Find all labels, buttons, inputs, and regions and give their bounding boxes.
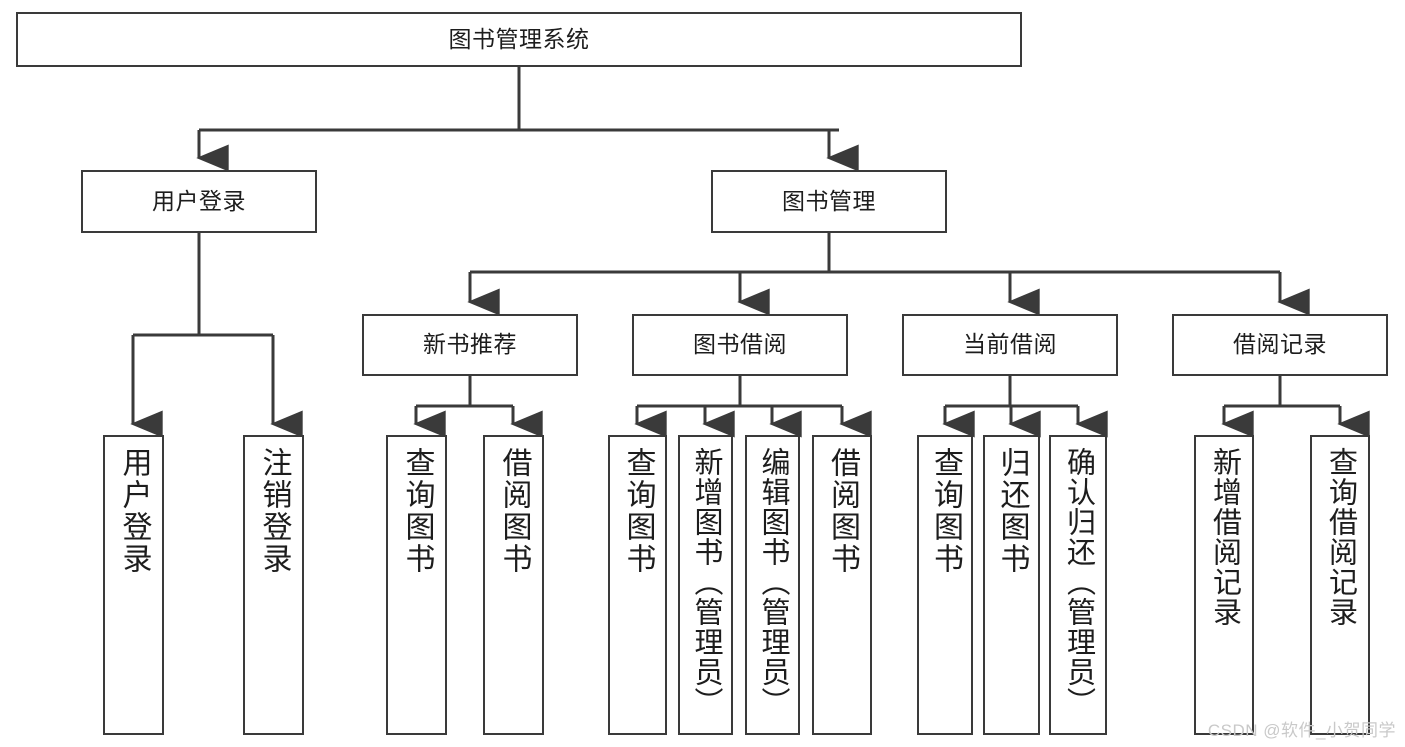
node-label: 图书管理 [782,187,876,214]
node-label: 借阅图书 [497,447,531,575]
node-label: 图书管理系统 [448,25,590,52]
node-leaf-query-record[interactable]: 查询借阅记录 [1310,435,1370,735]
node-leaf-user-login[interactable]: 用户登录 [103,435,164,735]
node-leaf-query-book-3[interactable]: 查询图书 [917,435,973,735]
node-current-borrow[interactable]: 当前借阅 [902,314,1118,376]
node-label: 用户登录 [152,187,246,214]
node-leaf-add-book[interactable]: 新增图书（管理员） [678,435,733,735]
node-user-login[interactable]: 用户登录 [81,170,317,233]
node-leaf-borrow-book-2[interactable]: 借阅图书 [812,435,872,735]
node-label: 查询借阅记录 [1324,447,1357,627]
node-book-borrow[interactable]: 图书借阅 [632,314,848,376]
node-label: 归还图书 [995,447,1029,575]
node-label: 新增图书（管理员） [690,447,722,717]
node-label: 编辑图书（管理员） [757,447,789,717]
node-leaf-query-book-1[interactable]: 查询图书 [386,435,447,735]
node-label: 用户登录 [117,447,151,575]
node-label: 新书推荐 [423,331,517,358]
node-leaf-confirm-return[interactable]: 确认归还（管理员） [1049,435,1107,735]
node-new-book-recommend[interactable]: 新书推荐 [362,314,578,376]
node-leaf-edit-book[interactable]: 编辑图书（管理员） [745,435,800,735]
node-leaf-query-book-2[interactable]: 查询图书 [608,435,667,735]
node-label: 新增借阅记录 [1208,447,1241,627]
node-label: 当前借阅 [963,331,1057,358]
node-leaf-borrow-book-1[interactable]: 借阅图书 [483,435,544,735]
node-book-manage[interactable]: 图书管理 [711,170,947,233]
node-leaf-logout[interactable]: 注销登录 [243,435,304,735]
node-label: 确认归还（管理员） [1062,447,1095,717]
node-label: 借阅图书 [826,447,859,575]
node-label: 图书借阅 [693,331,787,358]
node-leaf-return-book[interactable]: 归还图书 [983,435,1040,735]
node-borrow-record[interactable]: 借阅记录 [1172,314,1388,376]
node-label: 查询图书 [929,447,962,575]
node-label: 借阅记录 [1233,331,1327,358]
watermark: CSDN @软件_小贺同学 [1207,721,1396,740]
node-label: 查询图书 [621,447,655,575]
node-leaf-add-record[interactable]: 新增借阅记录 [1194,435,1254,735]
node-label: 注销登录 [257,447,291,575]
node-label: 查询图书 [400,447,434,575]
node-root-system[interactable]: 图书管理系统 [16,12,1022,67]
